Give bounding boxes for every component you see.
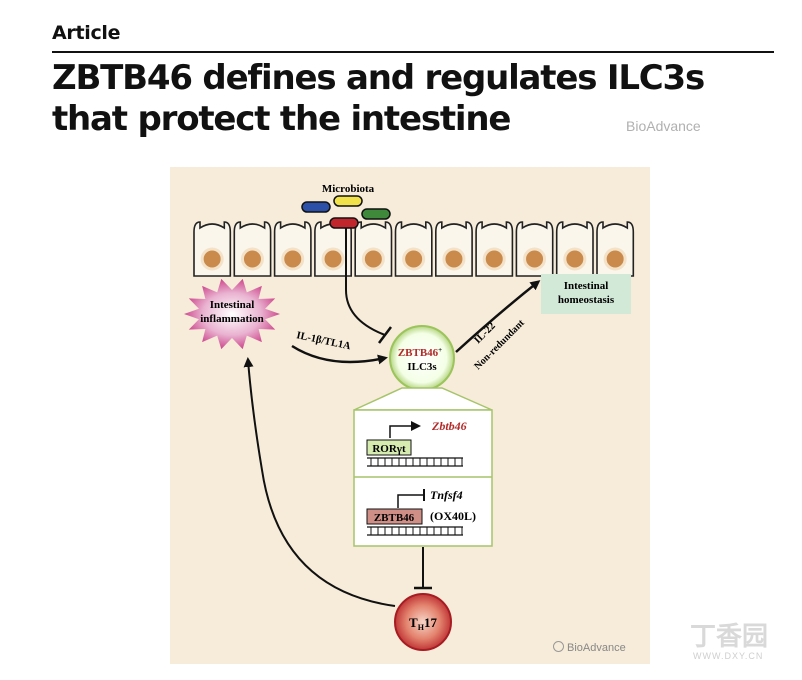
watermark-bottom-text: BioAdvance: [567, 642, 626, 654]
gene1-label: Zbtb46: [431, 419, 467, 433]
homeostasis-box: [541, 274, 631, 314]
rorgt-label: RORγt: [372, 443, 406, 455]
cell-nucleus: [200, 247, 224, 271]
gene2-alias: (OX40L): [430, 509, 476, 523]
il22-arrow: [455, 280, 541, 353]
header-rule: [52, 51, 774, 53]
ilc3-label-line1: ZBTB46+: [398, 346, 442, 359]
watermark-url: WWW.DXY.CN: [693, 651, 764, 661]
rorgt-box: [366, 439, 412, 456]
il1b-arrow: [291, 344, 388, 365]
cell-nucleus: [281, 247, 305, 271]
gene1-promoter-arrow: [389, 421, 421, 438]
ilc3-label-line2: ILC3s: [407, 361, 437, 373]
gene2-repression: [397, 494, 424, 508]
bacterium-yellow: [333, 195, 363, 207]
cell-nucleus: [523, 247, 547, 271]
article-title: ZBTB46 defines and regulates ILC3s that …: [52, 58, 705, 139]
watermark-logo: 丁香园: [690, 622, 769, 652]
microbiota-label: Microbiota: [322, 183, 375, 195]
th17-cell: [394, 593, 452, 651]
gene2-label: Tnfsf4: [430, 488, 463, 502]
zbtb46-box-label: ZBTB46: [374, 512, 415, 524]
cell-nucleus: [482, 247, 506, 271]
microbiota-inhibition-arrow: [345, 228, 386, 336]
microbiota-inhibition-bar: [378, 326, 392, 344]
dna-strand-2: [367, 526, 463, 536]
wechat-icon: [553, 641, 564, 652]
cell-nucleus: [563, 247, 587, 271]
epithelial-layer: [193, 221, 635, 277]
bacterium-red: [329, 217, 359, 229]
watermark-bottom: BioAdvance: [553, 641, 626, 654]
microbiota-bacteria: [301, 195, 391, 229]
inflammation-burst: [184, 278, 280, 350]
watermark-top: BioAdvance: [626, 118, 701, 134]
inflammation-label-line2: inflammation: [200, 313, 264, 325]
cell-nucleus: [442, 247, 466, 271]
inflammation-label-line1: Intestinal: [210, 299, 255, 311]
homeostasis-label-line1: Intestinal: [564, 280, 609, 292]
section-label: Article: [52, 22, 121, 44]
bacterium-blue: [301, 201, 331, 213]
cell-nucleus: [402, 247, 426, 271]
dna-strand-1: [367, 457, 463, 467]
zbtb46-box: [366, 508, 423, 525]
cell-nucleus: [240, 247, 264, 271]
homeostasis-label-line2: homeostasis: [558, 294, 615, 306]
mechanism-panel: [353, 409, 493, 547]
th17-to-inflammation-arrow: [243, 357, 396, 607]
cell-nucleus: [321, 247, 345, 271]
cell-nucleus: [361, 247, 385, 271]
bacterium-green: [361, 208, 391, 220]
th17-label: TH17: [409, 615, 437, 632]
cell-nucleus: [603, 247, 627, 271]
